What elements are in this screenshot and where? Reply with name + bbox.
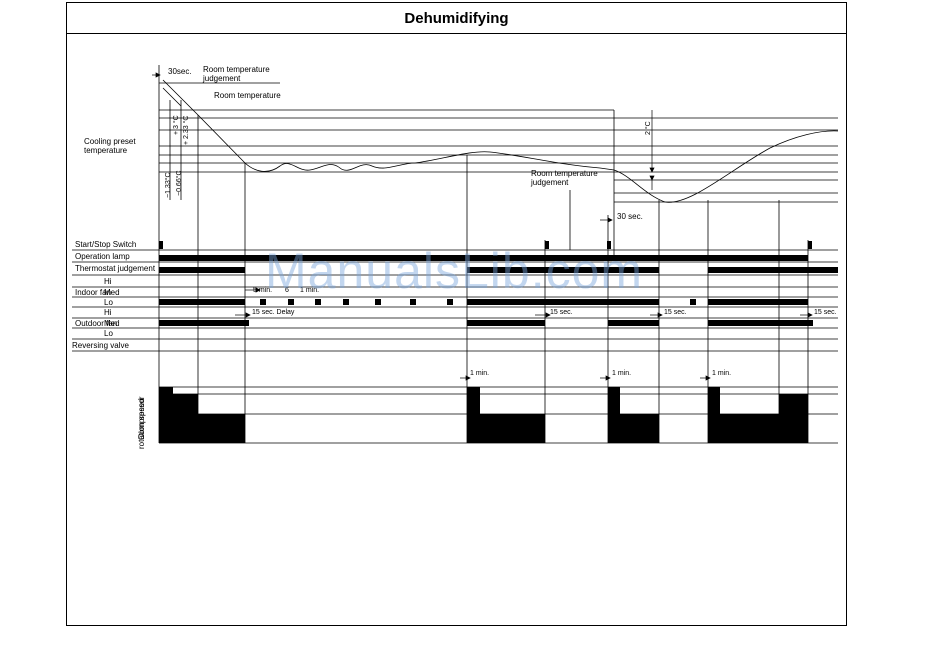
indoor-fan-pulse xyxy=(260,299,266,305)
row-thermostat: Thermostat judgement xyxy=(75,264,156,273)
indoor-fan-pulse xyxy=(410,299,416,305)
thermostat-bar xyxy=(708,267,838,273)
fifteen-delay-label: 15 sec. Delay xyxy=(252,309,295,316)
indoor-fan-lo-bar xyxy=(708,299,808,305)
row-outdoor-hi: Hi xyxy=(104,308,112,317)
indoor-fan-lo-bar xyxy=(467,299,608,305)
room-temperature-label: Room temperature xyxy=(214,91,281,100)
start-stop-pulse xyxy=(607,241,611,249)
fifteen-sec-label: 15 sec. xyxy=(814,309,837,316)
outdoor-fan-med-bar xyxy=(159,320,249,326)
thirty-sec-mid-label: 30 sec. xyxy=(617,212,643,221)
room-temp-judgement-right-label: judgement xyxy=(530,178,569,187)
arrow-head xyxy=(657,312,663,318)
fifteen-sec-label: 15 sec. xyxy=(550,309,573,316)
operation-lamp-bar xyxy=(608,255,808,261)
room-temp-judgement-label: Room temperature xyxy=(203,65,270,74)
indoor-fan-pulse xyxy=(343,299,349,305)
arrow-head xyxy=(807,312,813,318)
one-min-label: 1 min. xyxy=(712,370,731,377)
arrow-head xyxy=(155,72,161,78)
row-start-stop: Start/Stop Switch xyxy=(75,240,136,249)
arrow-head xyxy=(545,312,551,318)
five-min-label: 5 min. xyxy=(253,287,272,294)
minus-1-33-label: −1.33°C xyxy=(164,172,172,198)
compressor-block xyxy=(608,387,659,443)
row-indoor-lo: Lo xyxy=(104,298,113,307)
arrow-head xyxy=(465,375,471,381)
compressor-speed-label: Compressor xyxy=(137,396,146,440)
row-indoor-fan: Indoor fan xyxy=(75,288,111,297)
one-min-label: 1 min. xyxy=(470,370,489,377)
row-outdoor-fan: Outdoor fan xyxy=(75,319,117,328)
thirty-sec-label: 30sec. xyxy=(168,67,192,76)
row-operation-lamp: Operation lamp xyxy=(75,252,130,261)
one-min-label: 1 min. xyxy=(612,370,631,377)
compressor-block xyxy=(708,387,808,443)
thermostat-bar xyxy=(608,267,659,273)
compressor-block xyxy=(159,387,245,443)
arrow-head xyxy=(607,217,613,223)
start-stop-pulse xyxy=(545,241,549,249)
indoor-fan-pulse xyxy=(315,299,321,305)
room-temperature-curve xyxy=(162,79,839,203)
room-temp-judgement-label: judgement xyxy=(202,74,241,83)
row-indoor-med: Med xyxy=(104,288,120,297)
cooling-preset-label: Cooling preset xyxy=(84,137,136,146)
row-reversing-valve: Reversing valve xyxy=(72,341,129,350)
outdoor-fan-med-bar xyxy=(467,320,545,326)
indoor-fan-pulse xyxy=(447,299,453,305)
two-degree-label: 2 °C xyxy=(644,121,652,135)
outdoor-fan-med-bar xyxy=(608,320,659,326)
arrow-head xyxy=(649,167,655,173)
row-indoor-hi: Hi xyxy=(104,277,112,286)
one-min-pulse-label: 1 min. xyxy=(300,287,319,294)
fifteen-sec-label: 15 sec. xyxy=(664,309,687,316)
indoor-fan-lo-bar xyxy=(159,299,245,305)
arrow-head xyxy=(255,287,261,293)
temperature-curves xyxy=(162,79,839,203)
thermostat-bar xyxy=(159,267,245,273)
indoor-fan-lo-bar xyxy=(608,299,659,305)
outdoor-fan-med-bar xyxy=(708,320,813,326)
arrow-head xyxy=(649,175,655,181)
operation-lamp-bar xyxy=(159,255,609,261)
indoor-fan-pulse xyxy=(690,299,696,305)
title-bar: Dehumidifying xyxy=(67,3,846,34)
start-stop-pulse xyxy=(159,241,163,249)
judgement-curve xyxy=(162,87,182,107)
minus-0-66-label: −0.66°C xyxy=(175,170,183,196)
six-label: 6 xyxy=(285,287,289,294)
plus-3-label: + 3 °C xyxy=(172,115,180,135)
arrow-head xyxy=(605,375,611,381)
dimension-arrows xyxy=(152,72,813,381)
diagram-frame: Dehumidifying xyxy=(66,2,847,626)
cooling-preset-label: temperature xyxy=(84,146,128,155)
thermostat-bar xyxy=(467,267,608,273)
compressor-speed-label: rotation speed xyxy=(137,398,146,449)
start-stop-pulse xyxy=(808,241,812,249)
row-outdoor-lo: Lo xyxy=(104,329,113,338)
arrow-head xyxy=(245,312,251,318)
compressor-block xyxy=(467,387,545,443)
diagram-title: Dehumidifying xyxy=(404,9,509,27)
indoor-fan-pulse xyxy=(375,299,381,305)
signal-bars xyxy=(159,241,838,443)
room-temp-judgement-right-label: Room temperature xyxy=(531,169,598,178)
arrow-head xyxy=(705,375,711,381)
row-outdoor-med: Med xyxy=(104,319,120,328)
indoor-fan-pulse xyxy=(288,299,294,305)
plus-2-33-label: + 2.33 °C xyxy=(182,116,190,145)
